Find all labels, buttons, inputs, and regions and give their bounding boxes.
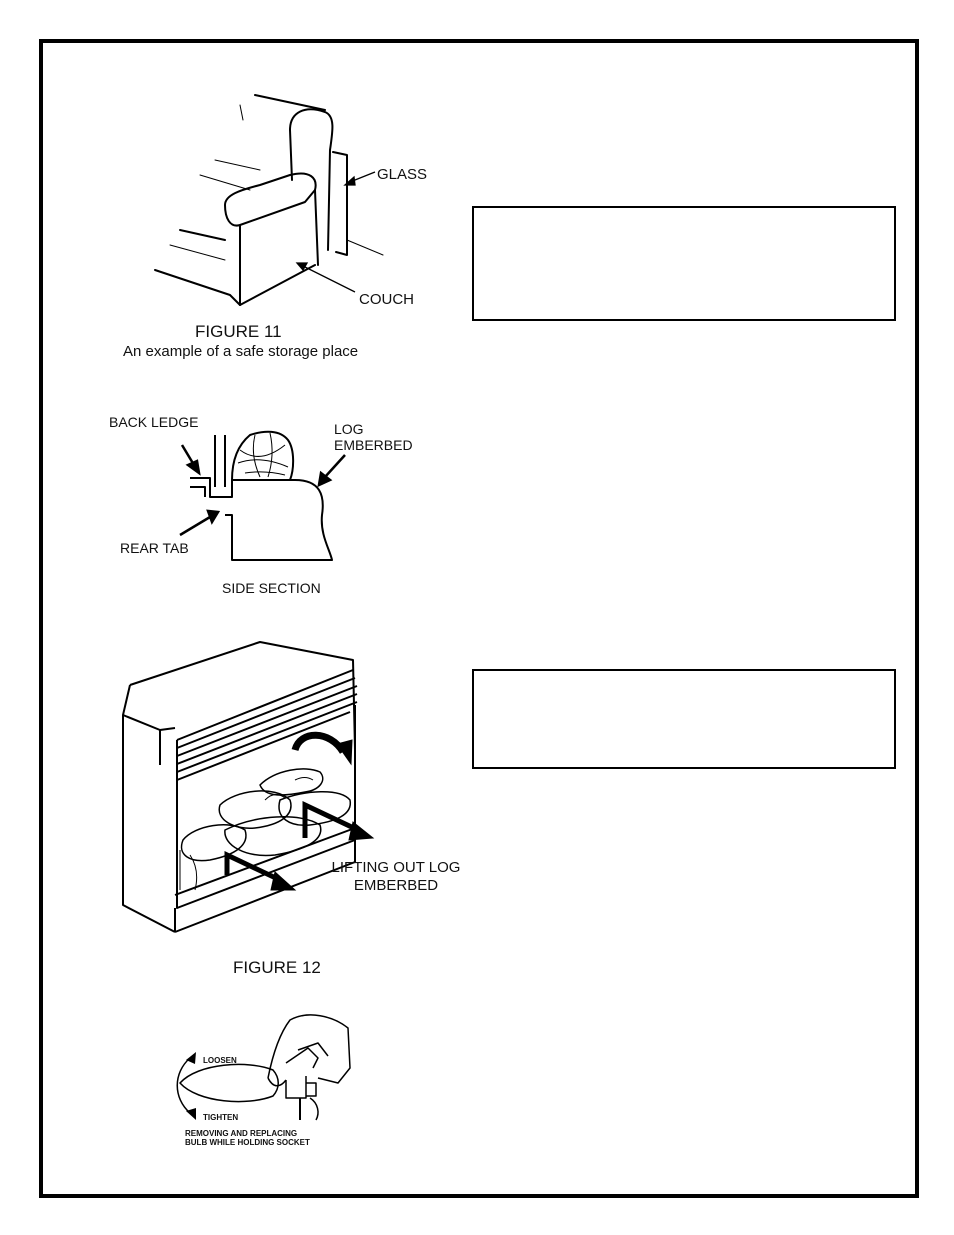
couch-illustration	[154, 94, 384, 306]
lifting-label-line1: LIFTING OUT LOG	[331, 859, 461, 876]
log-label-line1: LOG	[334, 421, 364, 437]
couch-label: COUCH	[359, 291, 414, 308]
bulb-caption-line1: REMOVING AND REPLACING	[185, 1129, 298, 1138]
side-section-diagram	[179, 430, 346, 561]
back-ledge-label: BACK LEDGE	[109, 414, 199, 430]
rear-tab-label: REAR TAB	[120, 540, 189, 556]
log-label-line2: EMBERBED	[334, 437, 413, 453]
note-box-lower	[472, 669, 896, 769]
bulb-caption-line2: BULB WHILE HOLDING SOCKET	[185, 1138, 310, 1147]
figure12-title: FIGURE 12	[233, 958, 321, 977]
note-box-upper	[472, 206, 896, 321]
fireplace-illustration	[122, 641, 375, 933]
page-border	[39, 39, 919, 1198]
bulb-replacement-illustration	[176, 1014, 351, 1121]
lifting-label-line2: EMBERBED	[353, 877, 439, 894]
tighten-label: TIGHTEN	[203, 1113, 239, 1122]
glass-label: GLASS	[377, 166, 428, 183]
figure11-caption: An example of a safe storage place	[123, 343, 359, 360]
figure11-title: FIGURE 11	[195, 322, 282, 341]
side-section-caption: SIDE SECTION	[222, 580, 321, 596]
loosen-label: LOOSEN	[203, 1056, 237, 1065]
